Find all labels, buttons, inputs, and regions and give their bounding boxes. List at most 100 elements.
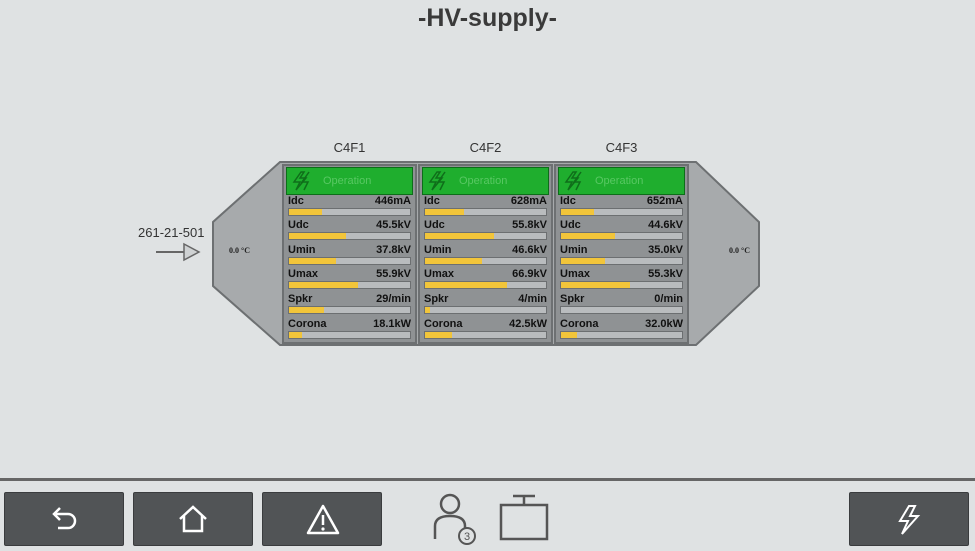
inlet-arrow-icon: [156, 242, 201, 262]
measurement-row-corona: Corona 32.0kW: [558, 318, 685, 342]
measurement-value: 35.0kV: [648, 244, 683, 256]
measurement-bar: [288, 306, 411, 314]
measurement-bar: [424, 306, 547, 314]
bar-fill: [561, 258, 605, 264]
bottom-toolbar: 3: [0, 478, 975, 551]
bar-fill: [425, 307, 430, 313]
alarm-button[interactable]: [262, 492, 382, 546]
measurement-bar: [424, 208, 547, 216]
measurement-label: Umax: [560, 268, 590, 280]
inlet-temperature: 0.0 °C: [229, 246, 250, 255]
window-icon[interactable]: [498, 493, 552, 543]
measurement-row-idc: Idc 652mA: [558, 195, 685, 219]
status-badge: Operation: [558, 167, 685, 195]
measurement-value: 55.9kV: [376, 268, 411, 280]
measurement-bar: [288, 232, 411, 240]
measurement-row-corona: Corona 18.1kW: [286, 318, 413, 342]
measurement-bar: [424, 257, 547, 265]
measurement-value: 652mA: [646, 195, 683, 207]
home-button[interactable]: [133, 492, 253, 546]
bar-fill: [289, 282, 358, 288]
status-badge: Operation: [286, 167, 413, 195]
measurement-row-udc: Udc 45.5kV: [286, 219, 413, 243]
measurement-row-spkr: Spkr 0/min: [558, 293, 685, 317]
bar-fill: [561, 332, 577, 338]
measurement-label: Corona: [560, 318, 599, 330]
measurement-bar: [560, 232, 683, 240]
measurement-label: Umin: [424, 244, 452, 256]
status-badge: Operation: [422, 167, 549, 195]
measurement-bar: [560, 281, 683, 289]
measurement-row-umax: Umax 55.3kV: [558, 268, 685, 292]
measurement-row-umin: Umin 35.0kV: [558, 244, 685, 268]
measurement-value: 4/min: [518, 293, 547, 305]
measurement-bar: [424, 331, 547, 339]
measurement-label: Idc: [288, 195, 304, 207]
measurement-bar: [424, 232, 547, 240]
bar-fill: [561, 209, 594, 215]
measurement-label: Umax: [288, 268, 318, 280]
measurement-value: 0/min: [654, 293, 683, 305]
measurement-label: Idc: [560, 195, 576, 207]
bar-fill: [425, 258, 482, 264]
field-panel-c4f1[interactable]: Operation Idc 446mA Udc 45.5kV Umin 37.8…: [282, 164, 417, 344]
measurement-value: 628mA: [510, 195, 547, 207]
bar-fill: [561, 233, 616, 239]
measurement-value: 18.1kW: [373, 318, 411, 330]
lightning-icon: [292, 171, 310, 191]
measurement-row-umax: Umax 55.9kV: [286, 268, 413, 292]
page-title: -HV-supply-: [418, 4, 557, 32]
measurement-label: Udc: [560, 219, 581, 231]
measurement-row-idc: Idc 446mA: [286, 195, 413, 219]
warning-icon: [306, 504, 340, 535]
bar-fill: [425, 233, 494, 239]
measurement-row-umin: Umin 37.8kV: [286, 244, 413, 268]
bar-fill: [289, 307, 325, 313]
bar-fill: [561, 282, 630, 288]
measurement-bar: [560, 306, 683, 314]
measurement-label: Umin: [560, 244, 588, 256]
field-panel-c4f2[interactable]: Operation Idc 628mA Udc 55.8kV Umin 46.6…: [418, 164, 553, 344]
measurement-value: 44.6kV: [648, 219, 683, 231]
hv-button[interactable]: [849, 492, 969, 546]
measurement-row-idc: Idc 628mA: [422, 195, 549, 219]
field-panel-c4f3[interactable]: Operation Idc 652mA Udc 44.6kV Umin 35.0…: [554, 164, 689, 344]
bar-fill: [425, 332, 452, 338]
measurement-row-spkr: Spkr 29/min: [286, 293, 413, 317]
user-icon[interactable]: 3: [432, 491, 478, 547]
back-button[interactable]: [4, 492, 124, 546]
status-text: Operation: [323, 175, 372, 187]
bar-fill: [289, 258, 337, 264]
bar-fill: [425, 209, 464, 215]
measurement-label: Umin: [288, 244, 316, 256]
status-text: Operation: [595, 175, 644, 187]
back-arrow-icon: [52, 507, 77, 530]
measurement-bar: [288, 257, 411, 265]
measurement-label: Spkr: [288, 293, 313, 305]
measurement-row-spkr: Spkr 4/min: [422, 293, 549, 317]
measurement-bar: [288, 281, 411, 289]
measurement-value: 45.5kV: [376, 219, 411, 231]
measurement-label: Spkr: [424, 293, 449, 305]
column-header-c4f3: C4F3: [605, 140, 638, 155]
user-level-badge: 3: [464, 531, 470, 543]
measurement-row-umax: Umax 66.9kV: [422, 268, 549, 292]
measurement-row-udc: Udc 44.6kV: [558, 219, 685, 243]
bar-fill: [289, 209, 322, 215]
measurement-value: 32.0kW: [645, 318, 683, 330]
measurement-label: Udc: [288, 219, 309, 231]
lightning-icon: [898, 505, 921, 535]
outlet-temperature: 0.0 °C: [729, 246, 750, 255]
measurement-value: 66.9kV: [512, 268, 547, 280]
lightning-icon: [428, 171, 446, 191]
measurement-bar: [424, 281, 547, 289]
measurement-row-umin: Umin 46.6kV: [422, 244, 549, 268]
measurement-row-corona: Corona 42.5kW: [422, 318, 549, 342]
measurement-value: 55.3kV: [648, 268, 683, 280]
measurement-bar: [288, 208, 411, 216]
column-header-c4f1: C4F1: [333, 140, 366, 155]
measurement-label: Spkr: [560, 293, 585, 305]
measurement-label: Umax: [424, 268, 454, 280]
bar-fill: [289, 233, 346, 239]
lightning-icon: [564, 171, 582, 191]
